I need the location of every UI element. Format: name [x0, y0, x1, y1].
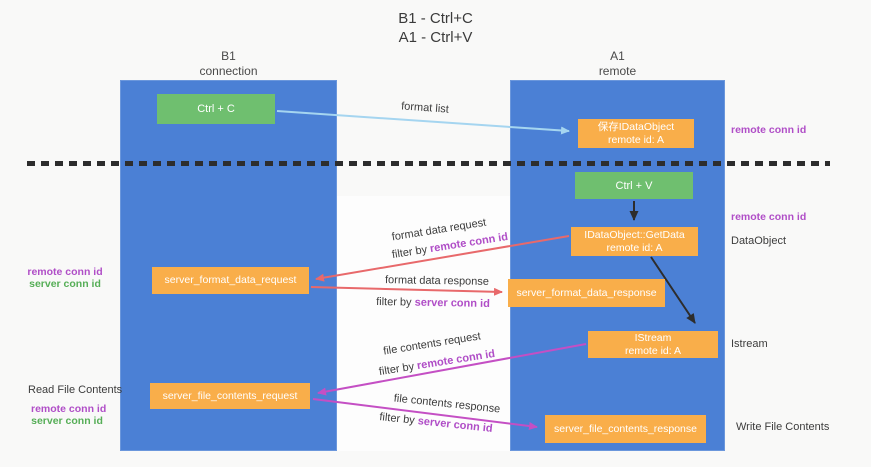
page-title: B1 - Ctrl+C A1 - Ctrl+V — [0, 9, 871, 47]
lifeline-header-a1: A1 remote — [510, 49, 725, 79]
node-istream: IStream remote id: A — [588, 331, 718, 358]
annotation-server-conn-id-left-1: server conn id — [29, 278, 101, 290]
lifeline-header-b1: B1 connection — [120, 49, 337, 79]
node-server-file-contents-request-label: server_file_contents_request — [162, 389, 298, 402]
label-format-list: format list — [400, 100, 450, 116]
node-server-file-contents-response-label: server_file_contents_response — [553, 422, 697, 435]
lifeline-a1-subtitle: remote — [598, 64, 637, 78]
node-server-format-data-request-label: server_format_data_request — [164, 274, 297, 286]
dashed-divider — [27, 161, 830, 166]
lifeline-b1-subtitle: connection — [199, 64, 258, 78]
annotation-read-file-contents: Read File Contents — [28, 384, 123, 396]
page-title-line1: B1 - Ctrl+C — [398, 10, 473, 27]
lifeline-a1-name: A1 — [610, 49, 625, 63]
node-istream-line2: remote id: A — [624, 344, 682, 357]
annotation-remote-conn-id-right-1: remote conn id — [731, 124, 807, 136]
page-title-line2: A1 - Ctrl+V — [398, 29, 473, 46]
node-istream-line1: IStream — [634, 331, 672, 344]
node-save-idataobject-line2: remote id: A — [607, 133, 665, 146]
annotation-server-conn-id-left-2: server conn id — [31, 415, 103, 427]
node-idataobject-getdata-line1: IDataObject::GetData — [584, 228, 685, 241]
node-ctrl-v: Ctrl + V — [575, 172, 693, 199]
lifeline-b1-name: B1 — [221, 49, 236, 63]
label-filter-server-conn-1: filter by server conn id — [376, 296, 490, 310]
node-save-idataobject-line1: 保存IDataObject — [597, 120, 675, 133]
annotation-istream: Istream — [731, 338, 768, 350]
node-idataobject-getdata-line2: remote id: A — [606, 241, 663, 254]
node-ctrl-c: Ctrl + C — [157, 94, 275, 124]
server-conn-id-text: server conn id — [414, 296, 490, 310]
annotation-remote-conn-id-right-2: remote conn id — [731, 211, 807, 223]
node-server-format-data-response-label: server_format_data_response — [516, 286, 657, 299]
annotation-dataobject: DataObject — [731, 235, 787, 247]
node-idataobject-getdata: IDataObject::GetData remote id: A — [571, 227, 698, 256]
node-server-file-contents-request: server_file_contents_request — [150, 383, 310, 409]
node-server-format-data-response: server_format_data_response — [508, 279, 665, 307]
annotation-write-file-contents: Write File Contents — [736, 421, 830, 433]
annotation-remote-conn-id-left-2: remote conn id — [31, 403, 107, 415]
node-server-file-contents-response: server_file_contents_response — [545, 415, 706, 443]
annotation-remote-conn-id-left-1: remote conn id — [27, 266, 103, 278]
label-format-data-response: format data response — [384, 274, 490, 288]
node-server-format-data-request: server_format_data_request — [152, 267, 309, 294]
node-ctrl-v-label: Ctrl + V — [615, 179, 653, 192]
filter-by-text: filter by — [376, 296, 415, 309]
node-save-idataobject: 保存IDataObject remote id: A — [578, 119, 694, 148]
node-ctrl-c-label: Ctrl + C — [197, 103, 235, 115]
